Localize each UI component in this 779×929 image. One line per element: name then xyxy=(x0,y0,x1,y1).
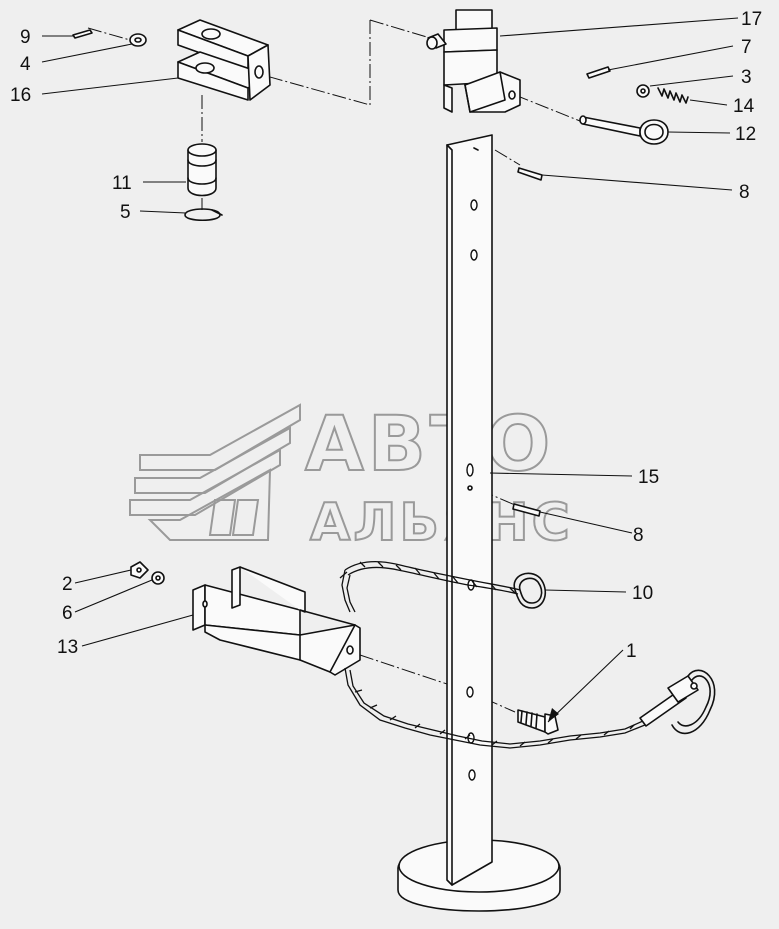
callout-13: 13 xyxy=(57,637,78,658)
callout-9: 9 xyxy=(20,27,31,48)
roll-pin-lower xyxy=(467,485,541,517)
post-holes xyxy=(466,199,478,781)
callout-2: 2 xyxy=(62,574,73,595)
lock-washer xyxy=(151,571,165,585)
assembly-centerlines xyxy=(87,19,591,713)
callout-11: 11 xyxy=(112,173,132,194)
washer-right xyxy=(636,84,650,98)
callout-15: 15 xyxy=(638,467,659,488)
lock-pin-with-loop xyxy=(579,115,669,145)
callout-1: 1 xyxy=(626,641,637,662)
watermark-line2: АЛЬЯНС xyxy=(310,493,573,553)
callout-3: 3 xyxy=(741,67,752,88)
chain-ring xyxy=(513,572,547,609)
callout-5: 5 xyxy=(120,202,131,223)
holder-bracket xyxy=(192,566,361,676)
callout-17: 17 xyxy=(741,9,762,30)
callout-labels: 9 4 16 11 5 17 7 3 14 12 8 15 8 10 2 6 1… xyxy=(10,9,762,662)
callout-4: 4 xyxy=(20,54,31,75)
chain xyxy=(339,561,661,749)
callout-6: 6 xyxy=(62,603,73,624)
roll-pin-upper xyxy=(517,167,543,181)
callout-16: 16 xyxy=(10,85,31,106)
watermark-emblem xyxy=(129,403,301,541)
stand-post xyxy=(397,134,561,912)
watermark-logo: АВТО АЛЬЯНС xyxy=(129,398,573,554)
cotter-pin-right xyxy=(586,66,611,79)
callout-12: 12 xyxy=(735,124,756,145)
callout-8-upper: 8 xyxy=(739,182,750,203)
callout-7: 7 xyxy=(741,37,752,58)
spring xyxy=(657,87,689,104)
post-column xyxy=(446,134,493,886)
nut xyxy=(130,561,149,579)
bushing xyxy=(187,95,217,210)
callout-10: 10 xyxy=(632,583,653,604)
bolt xyxy=(517,709,559,735)
leader-lines xyxy=(41,17,739,723)
callout-8-lower: 8 xyxy=(633,525,644,546)
top-bracket xyxy=(426,9,521,113)
washer-small xyxy=(129,33,147,47)
retaining-ring xyxy=(184,208,223,222)
callout-14: 14 xyxy=(733,96,755,117)
watermark-line1: АВТО xyxy=(305,399,554,488)
pull-pin xyxy=(639,669,716,735)
cotter-pin-small xyxy=(72,29,93,39)
clevis-fork xyxy=(177,19,271,101)
